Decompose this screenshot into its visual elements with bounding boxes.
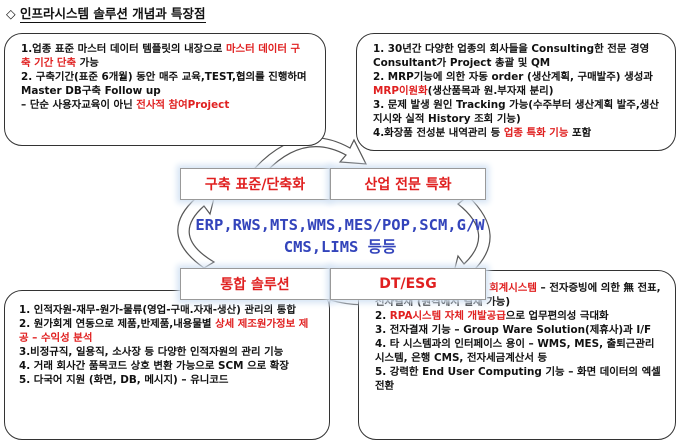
diamond-icon: ◇ [6, 6, 16, 21]
list-item: 5. 다국어 지원 (화면, DB, 메시지) – 유니코드 [19, 373, 315, 387]
item-text: 5. 다국어 지원 (화면, DB, 메시지) – 유니코드 [19, 374, 229, 386]
item-text: 가능 [76, 57, 99, 69]
list-item: – 단순 사용자교육이 아닌 전사적 참여Project [21, 98, 309, 112]
item-text: 으로 업무편의성 극대화 [505, 310, 609, 322]
pill-integrated-solution: 통합 솔루션 [180, 268, 330, 300]
list-item: 4. 거래 회사간 품목코드 상호 변환 가능으로 SCM 으로 확장 [19, 359, 315, 373]
list-item: 2. 원가회계 연동으로 제품,반제품,내용물별 상세 제조원가정보 제공 – … [19, 317, 315, 345]
item-text: 4. 거래 회사간 품목코드 상호 변환 가능으로 SCM 으로 확장 [19, 360, 289, 372]
page-title-text: 인프라시스템 솔루션 개념과 특장점 [19, 6, 206, 23]
list-item: 5. 강력한 End User Computing 기능 – 화면 데이터의 엑… [375, 365, 663, 393]
item-text: 5. 강력한 End User Computing 기능 – 화면 데이터의 엑… [375, 366, 661, 392]
item-text: 3.비정규직, 일용직, 소사장 등 다양한 인적자원의 관리 기능 [19, 346, 284, 358]
list-item: 2. RPA시스템 자체 개발공급으로 업무편의성 극대화 [375, 309, 663, 323]
item-text: 3. 문제 발생 원인 Tracking 가능(수주부터 생산계획 발주,생산지… [373, 99, 659, 125]
highlight-text: 마스터 데이터 구축 기간 단축 [21, 43, 301, 69]
pill-dt-esg: DT/ESG [330, 268, 486, 300]
item-text: – 단순 사용자교육이 아닌 [21, 99, 137, 111]
item-text: 4.화장품 전성분 내역관리 등 [373, 127, 504, 139]
item-text: 2. MRP기능에 의한 자동 order (생산계획, 구매발주) 생성과 [373, 71, 653, 83]
list-item: 1.업종 표준 마스터 데이터 템플릿의 내장으로 마스터 데이터 구축 기간 … [21, 42, 309, 70]
list-item: 2. 구축기간(표준 6개월) 동안 매주 교육,TEST,협의를 진행하며 M… [21, 70, 309, 98]
highlight-text: 상세 제조원가정보 제공 – 수익성 분석 [19, 318, 309, 344]
item-text: 3. 전자결재 기능 – Group Ware Solution(제휴사)과 I… [375, 324, 652, 336]
list-item: 4.화장품 전성분 내역관리 등 업종 특화 기능 포함 [373, 126, 663, 140]
arrow-left-icon [177, 189, 217, 269]
item-text: 2. 구축기간(표준 6개월) 동안 매주 교육,TEST,협의를 진행하며 M… [21, 71, 307, 97]
highlight-text: 업종 특화 기능 [503, 127, 569, 139]
list-item: 3.비정규직, 일용직, 소사장 등 다양한 인적자원의 관리 기능 [19, 345, 315, 359]
box-bottom-right: 1. Paperless Green 회계시스템 – 전자증빙에 의한 無 전표… [358, 270, 676, 440]
pill-industry-special: 산업 전문 특화 [330, 168, 486, 200]
item-text: 1.업종 표준 마스터 데이터 템플릿의 내장으로 [21, 43, 226, 55]
list-item: 3. 문제 발생 원인 Tracking 가능(수주부터 생산계획 발주,생산지… [373, 98, 663, 126]
box-top-right: 1. 30년간 다양한 업종의 회사들을 Consulting한 전문 경영Co… [356, 33, 676, 151]
list-item: 3. 전자결재 기능 – Group Ware Solution(제휴사)과 I… [375, 323, 663, 337]
highlight-text: 전사적 참여Project [136, 99, 230, 111]
pill-build-standard: 구축 표준/단축화 [180, 168, 330, 200]
box-top-left: 1.업종 표준 마스터 데이터 템플릿의 내장으로 마스터 데이터 구축 기간 … [4, 33, 326, 146]
center-line-2: CMS,LIMS 등등 [283, 238, 397, 256]
item-text: 4. 타 시스템과의 인터페이스 용이 – WMS, MES, 출퇴근관리시스템… [375, 338, 655, 364]
list-item: 1. 30년간 다양한 업종의 회사들을 Consulting한 전문 경영Co… [373, 42, 663, 70]
highlight-text: MRP이원화 [373, 85, 428, 97]
highlight-text: RPA시스템 자체 개발공급 [389, 310, 506, 322]
list-item: 1. 인적자원-재무-원가-물류(영업-구매.자재-생산) 관리의 통합 [19, 303, 315, 317]
item-text: 1. 인적자원-재무-원가-물류(영업-구매.자재-생산) 관리의 통합 [19, 304, 296, 316]
item-text: 2. [375, 310, 390, 322]
item-text: (생산품목과 원.부자재 분리) [427, 85, 554, 97]
center-systems-list: ERP,RWS,MTS,WMS,MES/POP,SCM,G/W CMS,LIMS… [150, 214, 530, 258]
item-text: 1. 30년간 다양한 업종의 회사들을 Consulting한 전문 경영Co… [373, 43, 650, 69]
page-title: ◇ 인프라시스템 솔루션 개념과 특장점 [6, 3, 206, 23]
item-text: 포함 [568, 127, 592, 139]
list-item: 4. 타 시스템과의 인터페이스 용이 – WMS, MES, 출퇴근관리시스템… [375, 337, 663, 365]
item-text: 2. 원가회계 연동으로 제품,반제품,내용물별 [19, 318, 216, 330]
list-item: 2. MRP기능에 의한 자동 order (생산계획, 구매발주) 생성과 M… [373, 70, 663, 98]
center-line-1: ERP,RWS,MTS,WMS,MES/POP,SCM,G/W [195, 216, 485, 234]
